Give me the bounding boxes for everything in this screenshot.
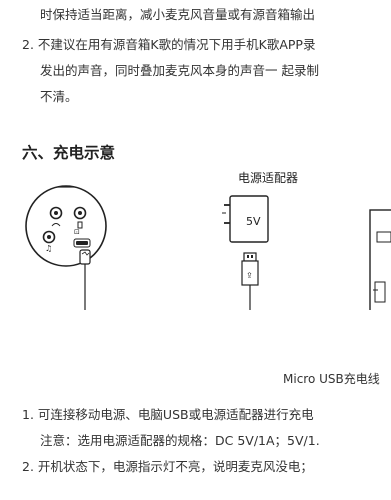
power-adapter: 5V bbox=[222, 195, 269, 243]
text-line: 不清。 bbox=[40, 88, 78, 106]
headphone-icon bbox=[51, 223, 61, 227]
device-outline bbox=[369, 209, 391, 310]
adapter-voltage: 5V bbox=[246, 215, 261, 228]
charging-cable bbox=[84, 275, 86, 310]
microphone-base: ♫ ⊡ bbox=[25, 185, 107, 267]
paragraph-text: 时保持适当距离，减小麦克风音量或有源音箱输出 bbox=[40, 7, 316, 22]
charge-icon: ⊡ bbox=[74, 228, 80, 236]
note-text: 注意：选用电源适配器的规格：DC 5V/1A；5V/1. bbox=[40, 433, 320, 448]
micro-usb-plug bbox=[79, 249, 91, 275]
phone-icon bbox=[77, 221, 83, 229]
list-item: 2. 开机状态下，电源指示灯不亮，说明麦克风没电； bbox=[22, 458, 313, 476]
list-number: 2. bbox=[22, 37, 34, 52]
note-line: 注意：选用电源适配器的规格：DC 5V/1A；5V/1. bbox=[40, 432, 320, 450]
usb-icon: ⇪ bbox=[246, 271, 253, 280]
micro-usb-port bbox=[76, 241, 88, 245]
cable-label: Micro USB充电线 bbox=[283, 372, 380, 386]
headphone-jack bbox=[49, 206, 63, 220]
section-title: 六、充电示意 bbox=[22, 144, 116, 162]
list-item: 2. 不建议在用有源音箱K歌的情况下用手机K歌APP录 bbox=[22, 36, 315, 54]
aux-jack bbox=[42, 230, 56, 244]
charging-diagram: 电源适配器 ♫ ⊡ 5V ⇪ bbox=[25, 171, 391, 310]
text-line: 时保持适当距离，减小麦克风音量或有源音箱输出 bbox=[40, 6, 315, 24]
paragraph-text: 开机状态下，电源指示灯不亮，说明麦克风没电； bbox=[37, 459, 313, 474]
adapter-label: 电源适配器 bbox=[238, 171, 298, 185]
usb-a-plug: ⇪ bbox=[241, 252, 259, 296]
list-number: 2. bbox=[22, 459, 34, 474]
music-icon: ♫ bbox=[45, 244, 52, 253]
paragraph-text: 可连接移动电源、电脑USB或电源适配器进行充电 bbox=[37, 407, 314, 422]
list-item: 1. 可连接移动电源、电脑USB或电源适配器进行充电 bbox=[22, 406, 314, 424]
input-jack bbox=[73, 206, 87, 220]
text-line: 发出的声音，同时叠加麦克风本身的声音一 起录制 bbox=[40, 62, 319, 80]
paragraph-text: 不清。 bbox=[40, 89, 78, 104]
paragraph-text: 发出的声音，同时叠加麦克风本身的声音一 起录制 bbox=[40, 63, 319, 78]
list-number: 1. bbox=[22, 407, 34, 422]
paragraph-text: 不建议在用有源音箱K歌的情况下用手机K歌APP录 bbox=[37, 37, 316, 52]
